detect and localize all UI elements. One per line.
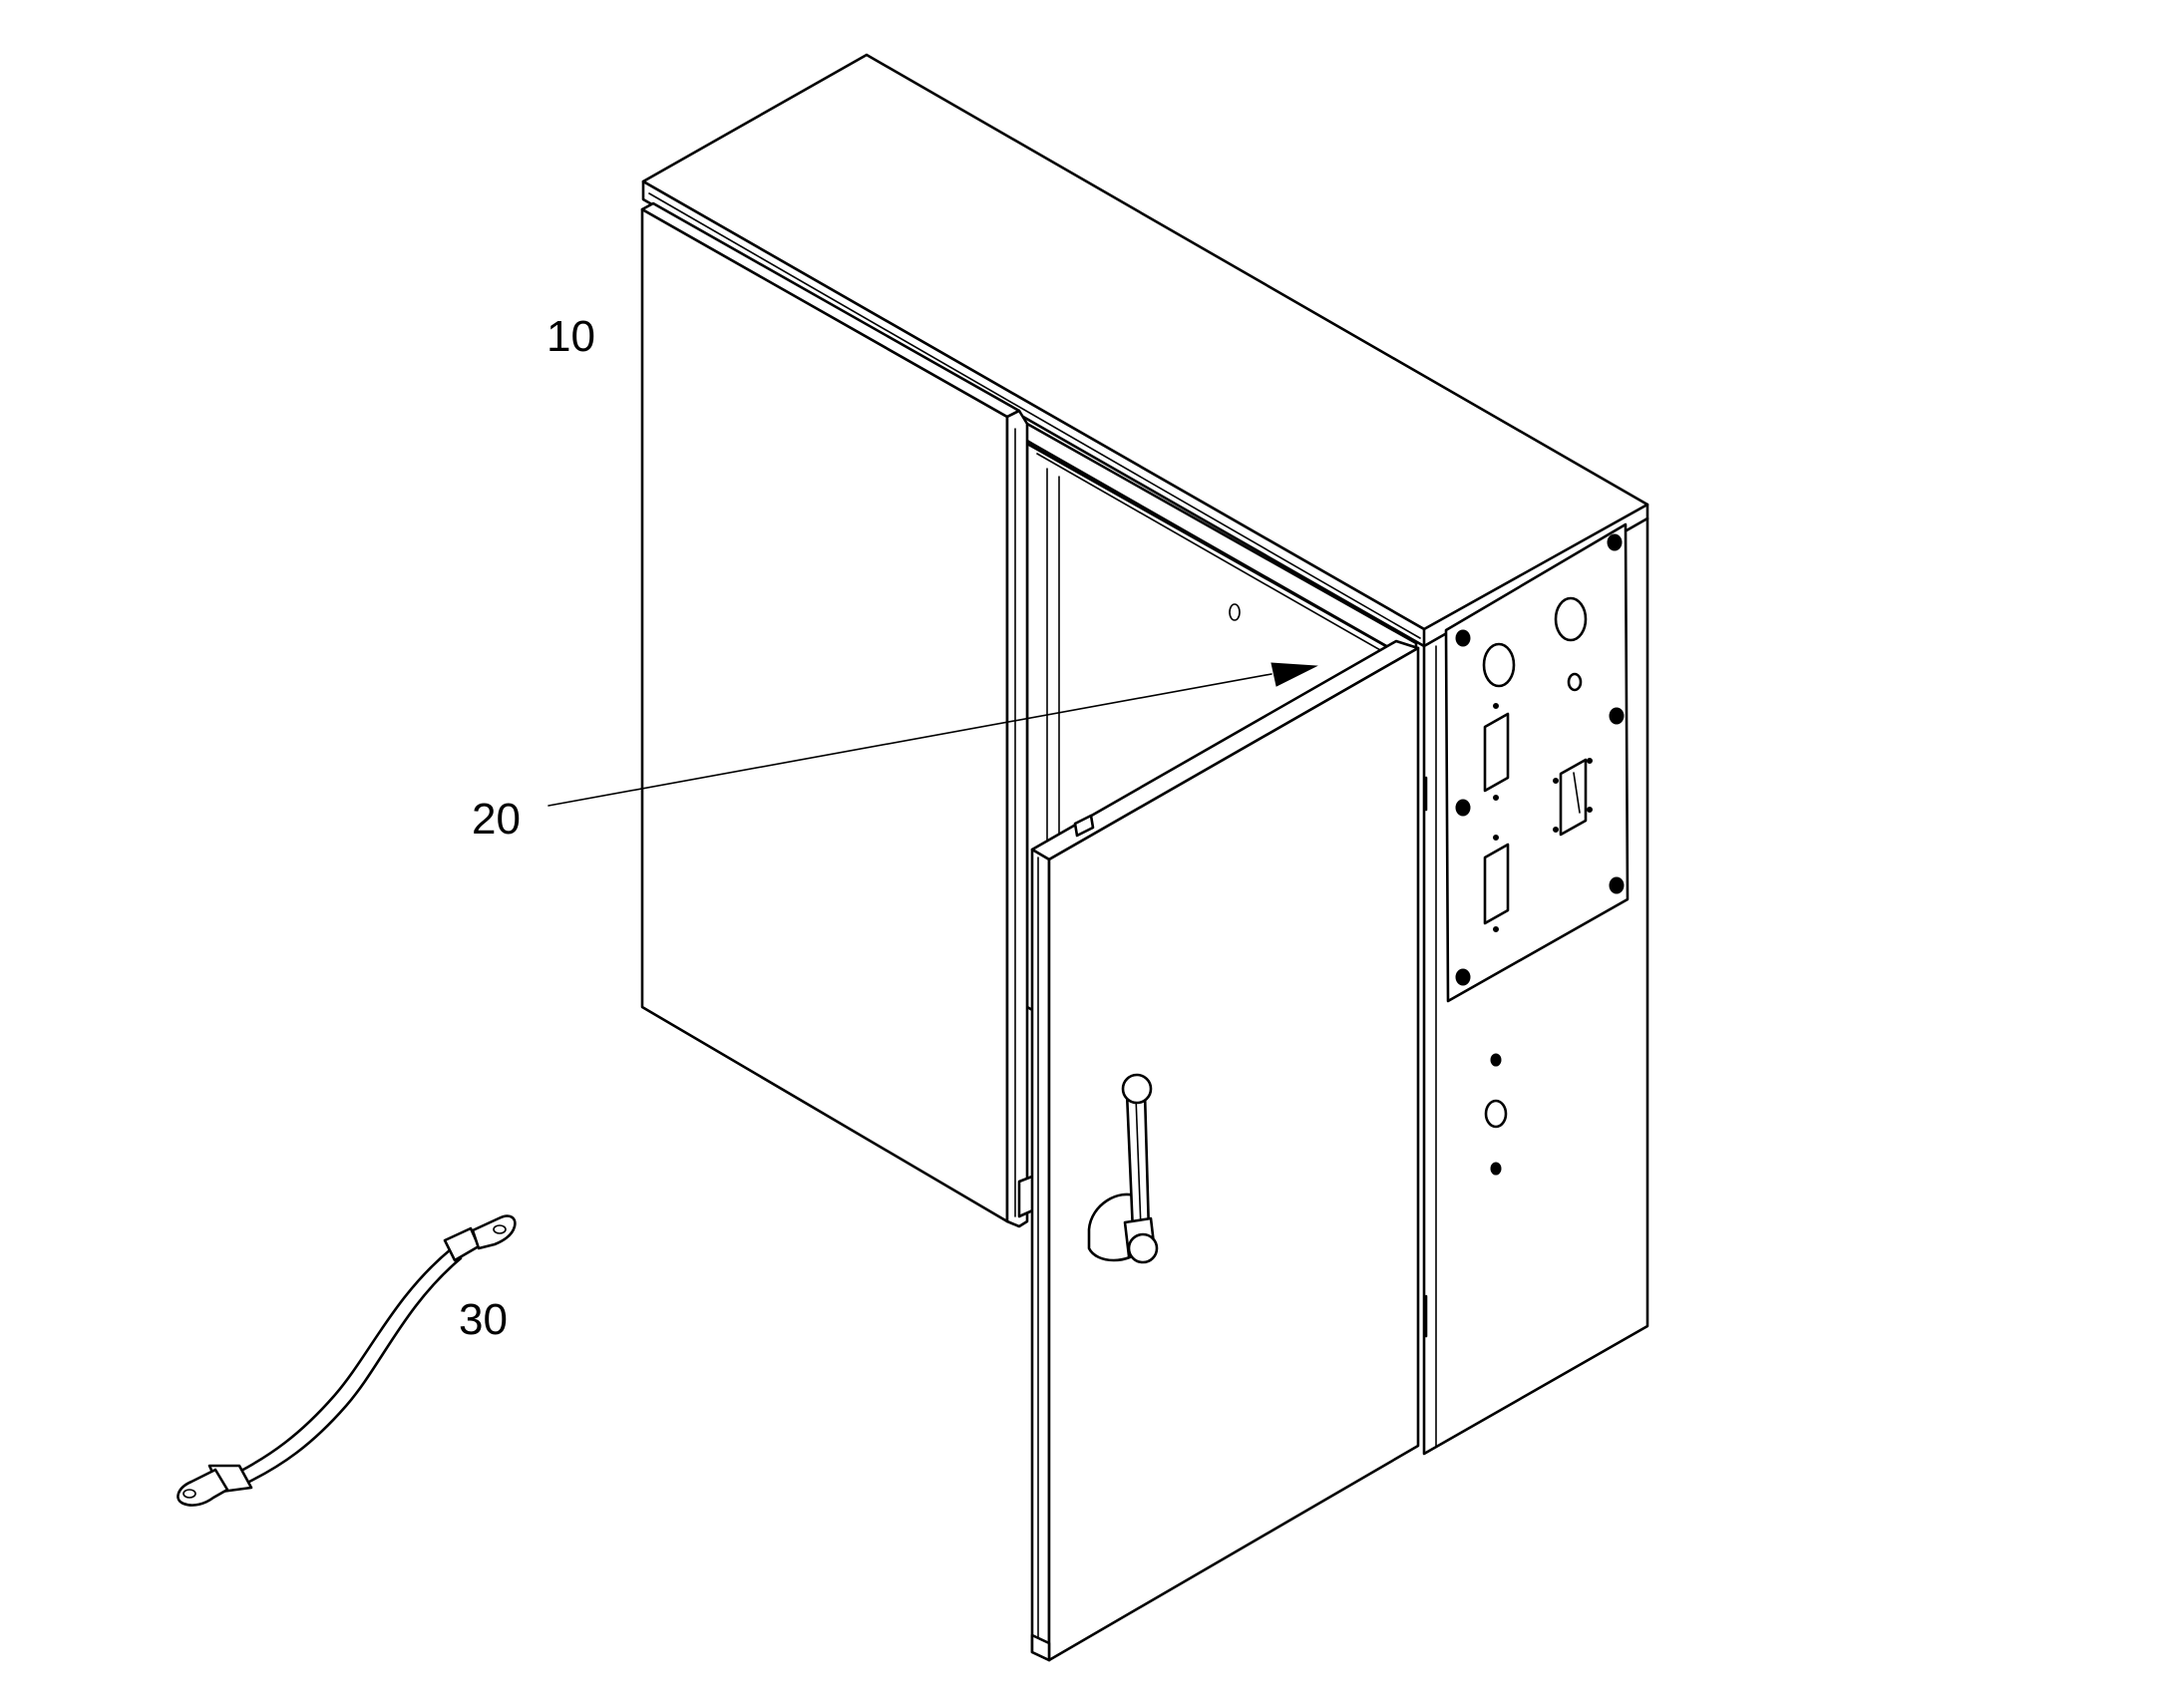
ref-numeral-10: 10 <box>546 312 595 361</box>
ref-numeral-30: 30 <box>459 1295 508 1344</box>
handle-knob <box>1121 1073 1153 1105</box>
ground-cable <box>177 1214 517 1507</box>
open-door-face <box>1047 646 1420 1662</box>
leader-arrowhead <box>1271 662 1318 687</box>
cable-lug-upper <box>471 1214 517 1250</box>
leader-20 <box>547 662 1318 807</box>
ref-numeral-20: 20 <box>472 795 521 844</box>
cable-wire-outer <box>237 1247 453 1474</box>
mounting-hole <box>1229 603 1241 621</box>
connector-panel <box>1444 522 1630 1176</box>
cable-wire-inner <box>247 1256 463 1484</box>
leader-line <box>547 673 1272 807</box>
open-door <box>1030 639 1420 1662</box>
door-handle <box>1087 1073 1159 1264</box>
left-door-side-edge <box>1005 409 1029 1228</box>
left-door <box>640 201 1039 1228</box>
open-door-side-edge <box>1030 848 1051 1662</box>
cable-lug-lower <box>177 1468 229 1507</box>
